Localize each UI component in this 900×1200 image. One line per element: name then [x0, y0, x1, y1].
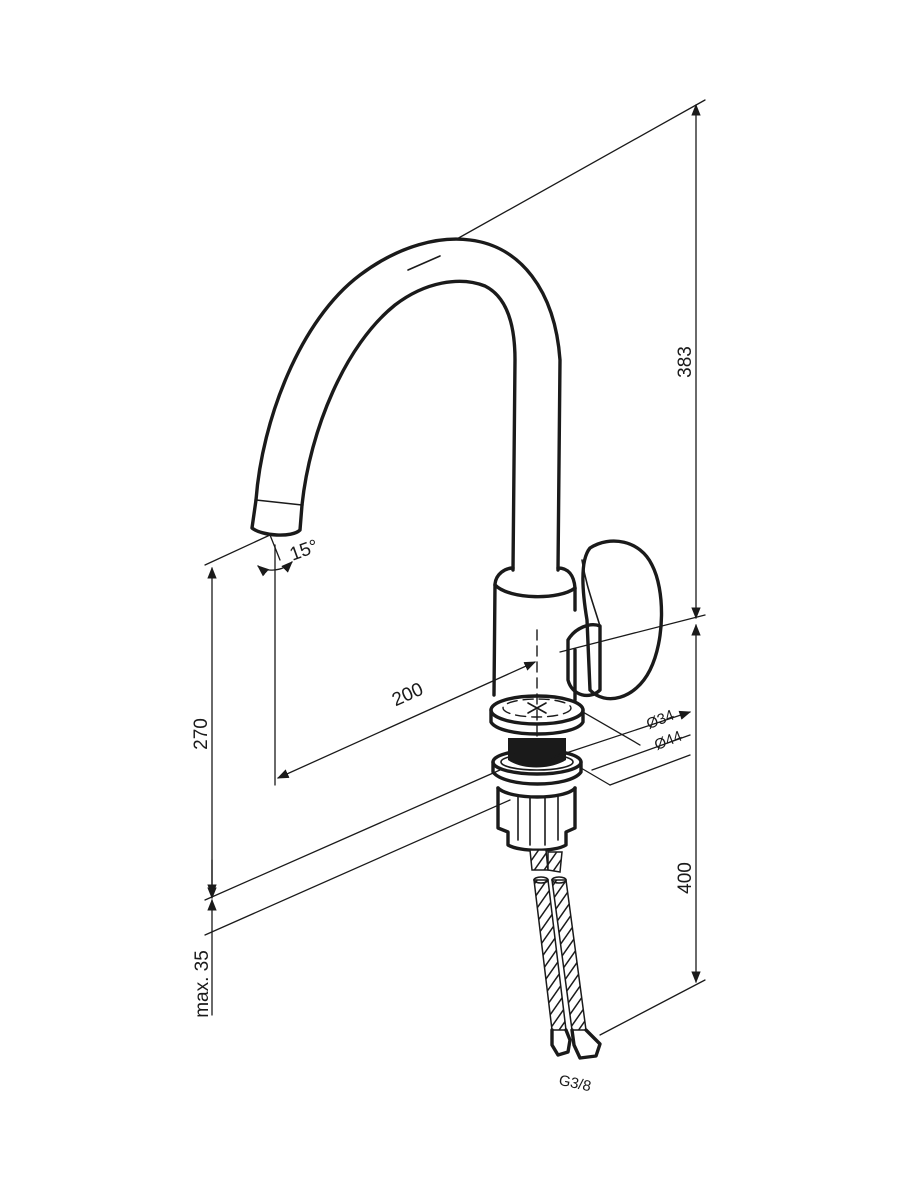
fixing-nut	[496, 786, 577, 852]
dimension-200-label: 200	[389, 679, 427, 711]
faucet-body	[492, 566, 577, 756]
dimension-spout-angle: 15°	[257, 534, 321, 577]
dimension-d44-label: Ø44	[652, 728, 685, 754]
dimension-400-label: 400	[675, 862, 696, 894]
hose-thread-label: G3/8	[557, 1072, 592, 1095]
dimension-diameters: Ø34 Ø44	[544, 707, 692, 786]
dimension-total-height: 383	[454, 99, 706, 653]
hose-thread-callout: G3/8	[557, 1072, 592, 1095]
dimension-383-label: 383	[675, 346, 696, 378]
dimension-max-deck: max. 35	[192, 859, 217, 1018]
mounting-thread	[491, 738, 583, 786]
dimension-15deg-label: 15°	[287, 536, 321, 566]
dimension-hose-length: 400	[599, 623, 706, 1036]
deck-lines	[204, 769, 511, 936]
dimension-max35-label: max. 35	[192, 950, 213, 1018]
dimension-spout-height: 270	[191, 534, 271, 897]
dimension-d34-label: Ø34	[644, 707, 677, 733]
faucet-lever-handle	[566, 539, 664, 701]
braided-hoses	[529, 849, 602, 1060]
faucet-spout	[250, 237, 562, 572]
dimension-270-label: 270	[191, 718, 212, 750]
